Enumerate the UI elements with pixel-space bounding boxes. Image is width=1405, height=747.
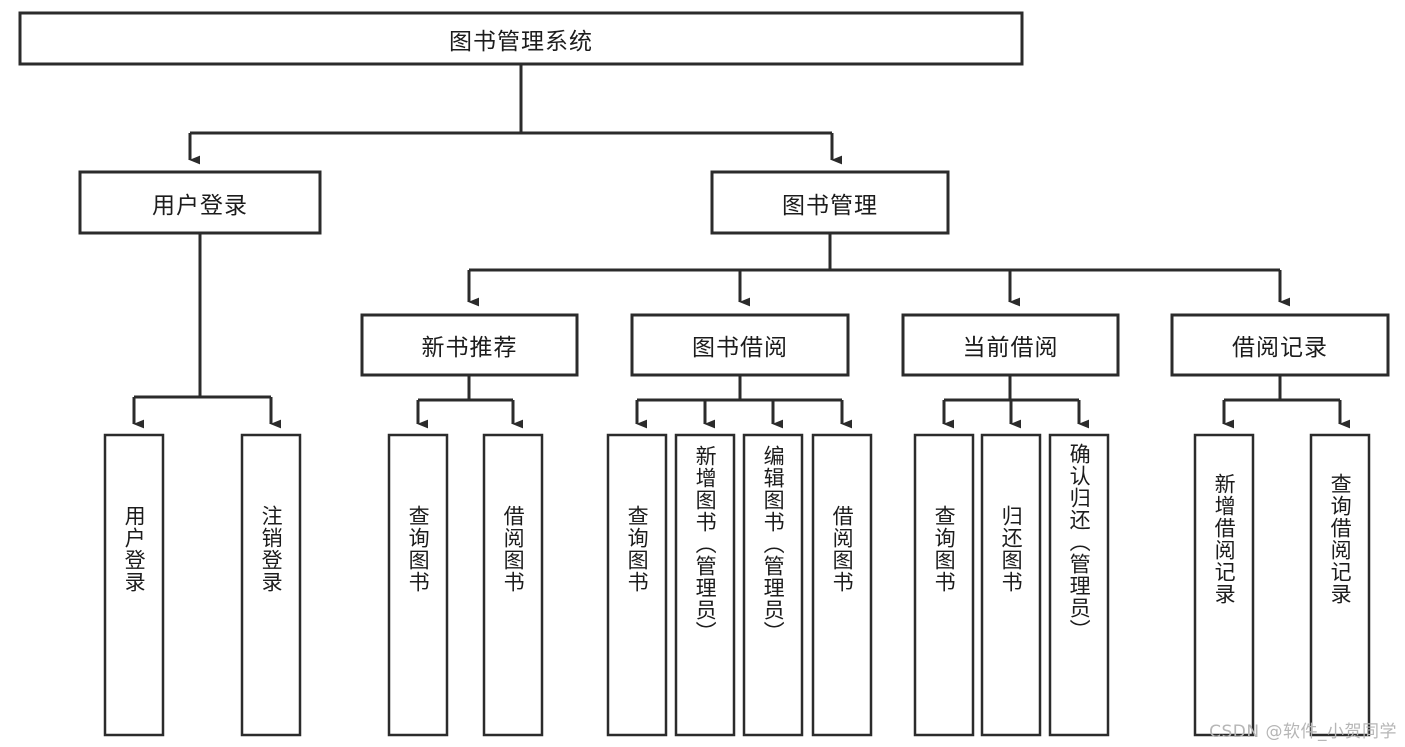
leaf-box-borrow-lend[interactable] — [811, 433, 873, 737]
node-box-user-login[interactable] — [78, 170, 322, 235]
leaf-box-user-login-login[interactable] — [103, 433, 165, 737]
leaf-box-borrow-add[interactable] — [674, 433, 736, 737]
node-box-current-borrow[interactable] — [901, 313, 1120, 377]
leaf-box-record-query[interactable] — [1309, 433, 1371, 737]
connector-bookmgmt-to-level3 — [467, 233, 1291, 307]
connector-current-to-leaves — [942, 375, 1090, 429]
connector-userlogin-to-leaves — [132, 233, 282, 429]
leaf-box-record-add[interactable] — [1193, 433, 1255, 737]
node-box-book-mgmt[interactable] — [710, 170, 950, 235]
leaf-box-current-confirm[interactable] — [1048, 433, 1110, 737]
connector-root-to-level2 — [188, 64, 843, 165]
node-box-borrow-record[interactable] — [1170, 313, 1390, 377]
leaf-box-user-login-logout[interactable] — [240, 433, 302, 737]
connector-borrow-to-leaves — [635, 375, 853, 429]
leaf-box-newbook-query[interactable] — [387, 433, 449, 737]
connector-record-to-leaves — [1222, 375, 1351, 429]
leaf-box-borrow-query[interactable] — [606, 433, 668, 737]
leaf-box-borrow-edit[interactable] — [742, 433, 804, 737]
leaf-box-current-query[interactable] — [913, 433, 975, 737]
node-box-new-book[interactable] — [360, 313, 579, 377]
node-box-root[interactable] — [18, 11, 1024, 66]
leaf-box-newbook-borrow[interactable] — [482, 433, 544, 737]
leaf-box-current-return[interactable] — [980, 433, 1042, 737]
node-box-book-borrow[interactable] — [630, 313, 850, 377]
connector-newbook-to-leaves — [416, 375, 524, 429]
